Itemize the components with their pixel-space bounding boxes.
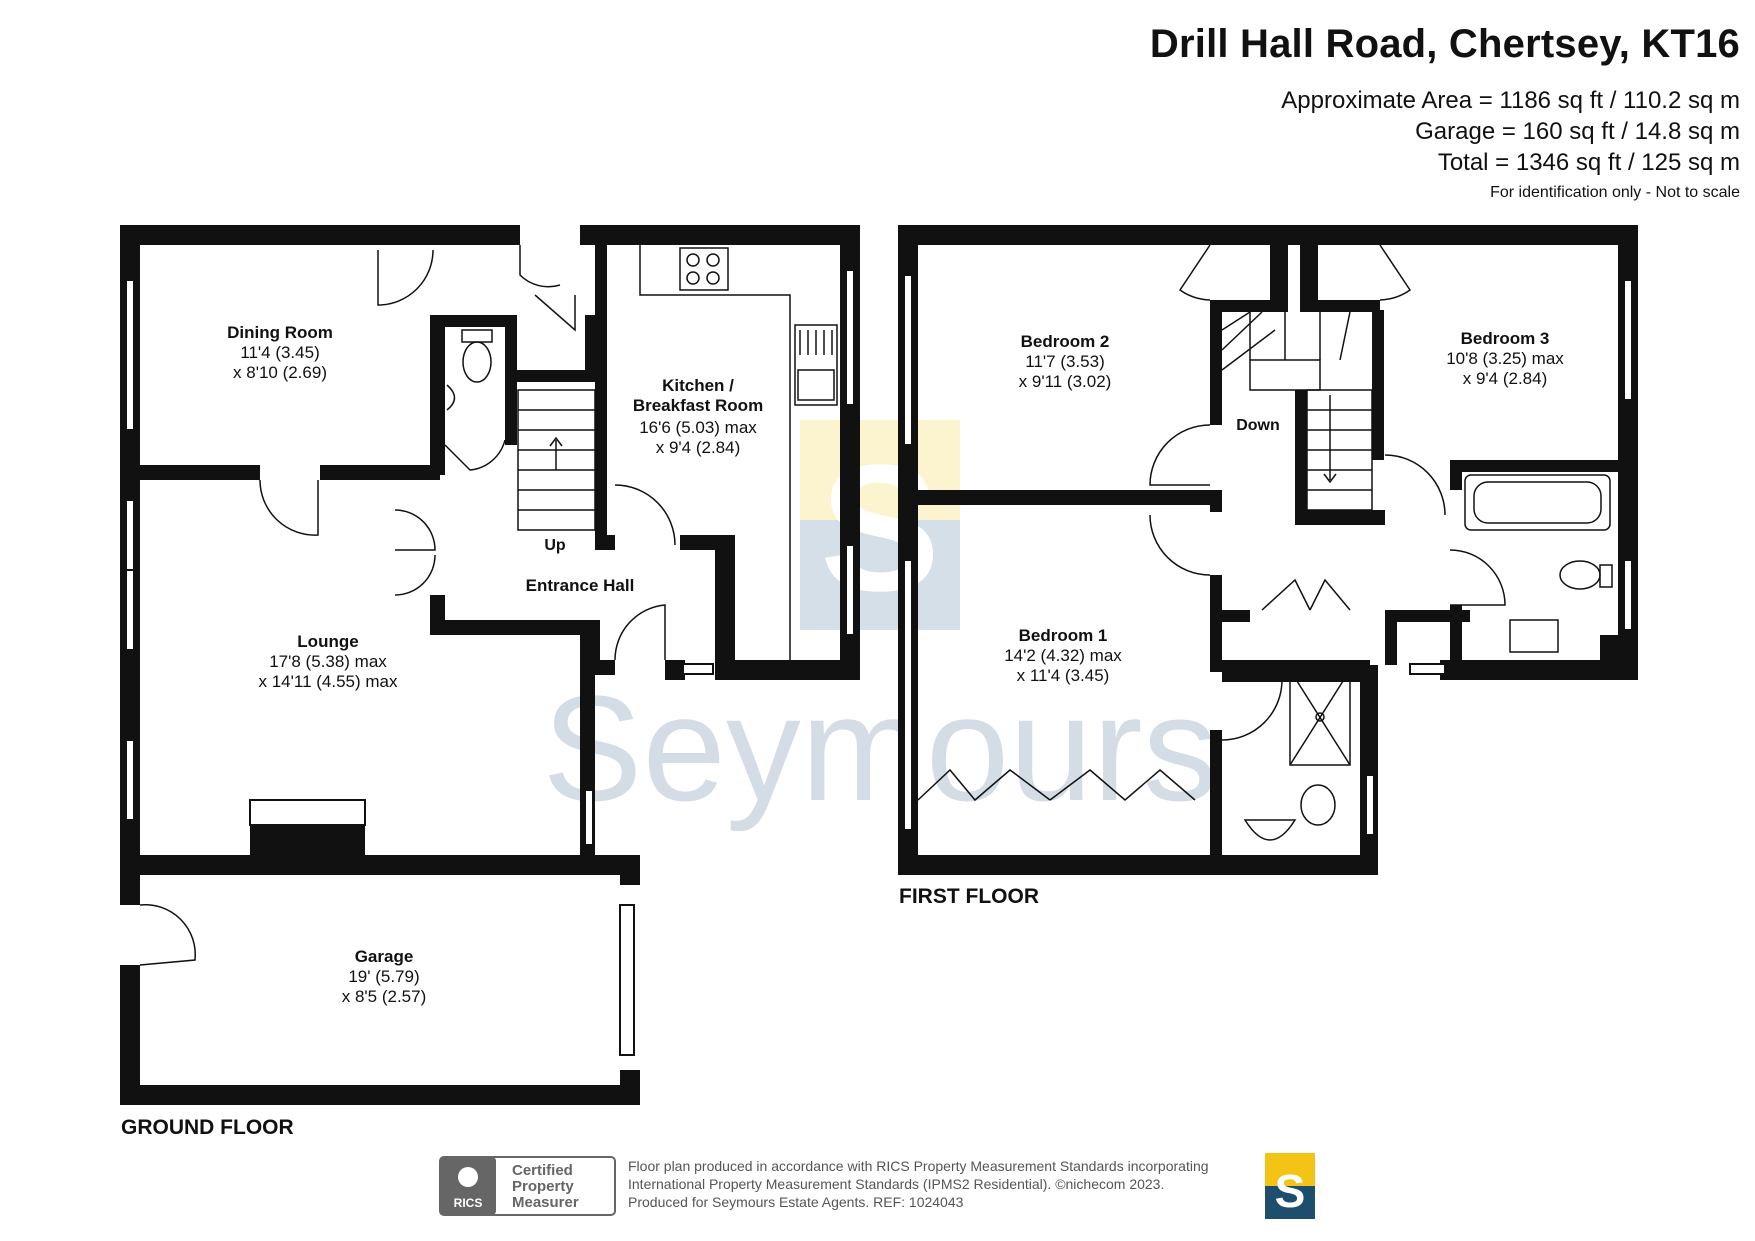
lounge-name: Lounge <box>297 632 358 651</box>
badge-line-1: Certified <box>512 1162 573 1179</box>
bathroom-fittings <box>1243 474 1613 841</box>
bedroom-3-name: Bedroom 3 <box>1461 329 1550 348</box>
bedroom-1-dim1: 14'2 (4.32) max <box>1004 646 1122 665</box>
logo-letter: S <box>1275 1165 1306 1217</box>
bedroom-2-dim2: x 9'11 (3.02) <box>1019 372 1112 391</box>
ground-floor-stairs <box>517 389 596 531</box>
ground-floor-doors <box>139 245 676 966</box>
ground-floor-windows <box>125 269 855 1056</box>
bedroom-3-dim1: 10'8 (3.25) max <box>1446 349 1564 368</box>
lounge-dim1: 17'8 (5.38) max <box>269 652 387 671</box>
first-floor-label: FIRST FLOOR <box>899 885 1039 908</box>
watermark-logo: S <box>800 420 960 630</box>
toilet-icon-ensuite <box>1300 784 1336 826</box>
ground-floor-label: GROUND FLOOR <box>121 1116 294 1139</box>
dining-room-dim1: 11'4 (3.45) <box>240 343 319 362</box>
bedroom-1-dim2: x 11'4 (3.45) <box>1017 666 1110 685</box>
seymours-logo: S <box>1265 1153 1315 1219</box>
kitchen-fittings <box>639 245 838 660</box>
kitchen-dim1: 16'6 (5.03) max <box>639 418 757 437</box>
kitchen-name-1: Kitchen / <box>662 376 734 395</box>
hob-icon <box>679 247 729 291</box>
bedroom-1-name: Bedroom 1 <box>1019 626 1108 645</box>
garage-area: Garage = 160 sq ft / 14.8 sq m <box>1415 118 1740 145</box>
first-floor-windows <box>903 274 1633 836</box>
garage-dim2: x 8'5 (2.57) <box>342 987 427 1006</box>
rics-label: RICS <box>454 1196 483 1210</box>
shower-icon <box>1289 669 1351 766</box>
identification-note: For identification only - Not to scale <box>1490 184 1740 201</box>
svg-text:S: S <box>820 428 940 629</box>
sink-icon <box>794 324 838 406</box>
first-floor-doors <box>917 244 1506 802</box>
dining-room-dim2: x 8'10 (2.69) <box>233 363 327 382</box>
first-floor-stairs <box>1221 311 1373 511</box>
stairs-down-label: Down <box>1236 417 1280 434</box>
basin-icon <box>1509 619 1559 653</box>
toilet-icon <box>461 329 493 343</box>
entrance-hall-name: Entrance Hall <box>526 576 635 595</box>
bath-icon <box>1464 474 1611 531</box>
garage-dim1: 19' (5.79) <box>348 967 419 986</box>
footer-line-2: International Property Measurement Stand… <box>628 1176 1165 1192</box>
badge-line-2: Property <box>512 1178 574 1195</box>
toilet-icon <box>1559 560 1601 590</box>
dining-room-name: Dining Room <box>227 323 333 342</box>
footer-text: Floor plan produced in accordance with R… <box>628 1157 1209 1211</box>
rics-emblem-icon <box>458 1167 478 1187</box>
watermark-text: Seymours <box>542 664 1217 832</box>
bedroom-3-dim2: x 9'4 (2.84) <box>1463 369 1548 388</box>
total-area: Total = 1346 sq ft / 125 sq m <box>1437 149 1740 176</box>
bedroom-2-name: Bedroom 2 <box>1021 332 1110 351</box>
bedroom-2-dim1: 11'7 (3.53) <box>1025 352 1104 371</box>
kitchen-name-2: Breakfast Room <box>633 396 763 415</box>
badge-line-3: Measurer <box>512 1194 579 1211</box>
garage-name: Garage <box>355 947 414 966</box>
ground-wc-fittings <box>446 329 493 411</box>
footer-line-3: Produced for Seymours Estate Agents. REF… <box>628 1194 964 1210</box>
kitchen-dim2: x 9'4 (2.84) <box>656 438 741 457</box>
stairs-up-label: Up <box>544 537 566 554</box>
footer-line-1: Floor plan produced in accordance with R… <box>628 1158 1209 1174</box>
basin-icon-ensuite <box>1243 819 1297 841</box>
plan-title: Drill Hall Road, Chertsey, KT16 <box>1149 22 1740 66</box>
basin-icon <box>446 384 456 411</box>
lounge-dim2: x 14'11 (4.55) max <box>259 672 398 691</box>
approximate-area: Approximate Area = 1186 sq ft / 110.2 sq… <box>1281 87 1740 114</box>
rics-badge: RICS Certified Property Measurer <box>439 1156 616 1216</box>
